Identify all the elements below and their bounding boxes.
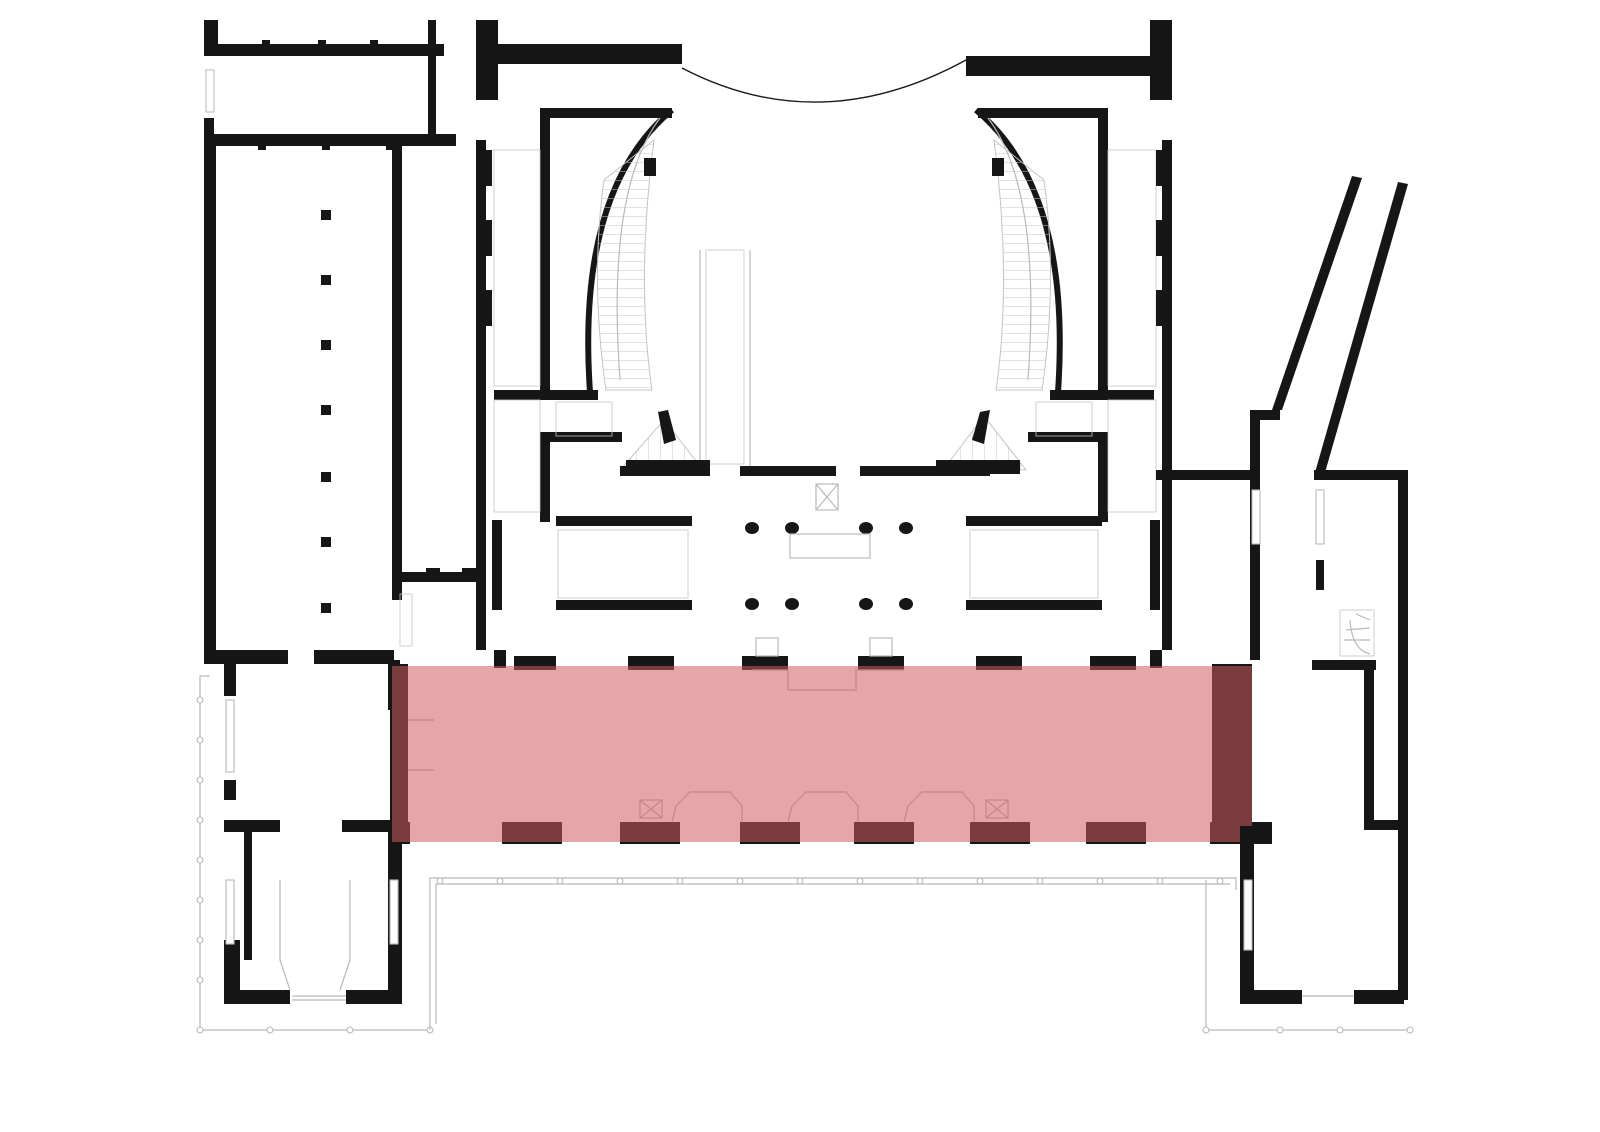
south-terrace-railing xyxy=(429,877,1237,1030)
highlighted-loggia-area xyxy=(392,666,1252,842)
south-loggia xyxy=(390,637,1272,844)
hall-columns xyxy=(321,210,331,613)
east-wing xyxy=(1156,176,1414,1034)
foyer-columns xyxy=(745,522,913,610)
west-railing-posts xyxy=(196,696,434,1034)
west-wing xyxy=(196,20,482,1034)
auditorium-block xyxy=(476,20,1172,650)
